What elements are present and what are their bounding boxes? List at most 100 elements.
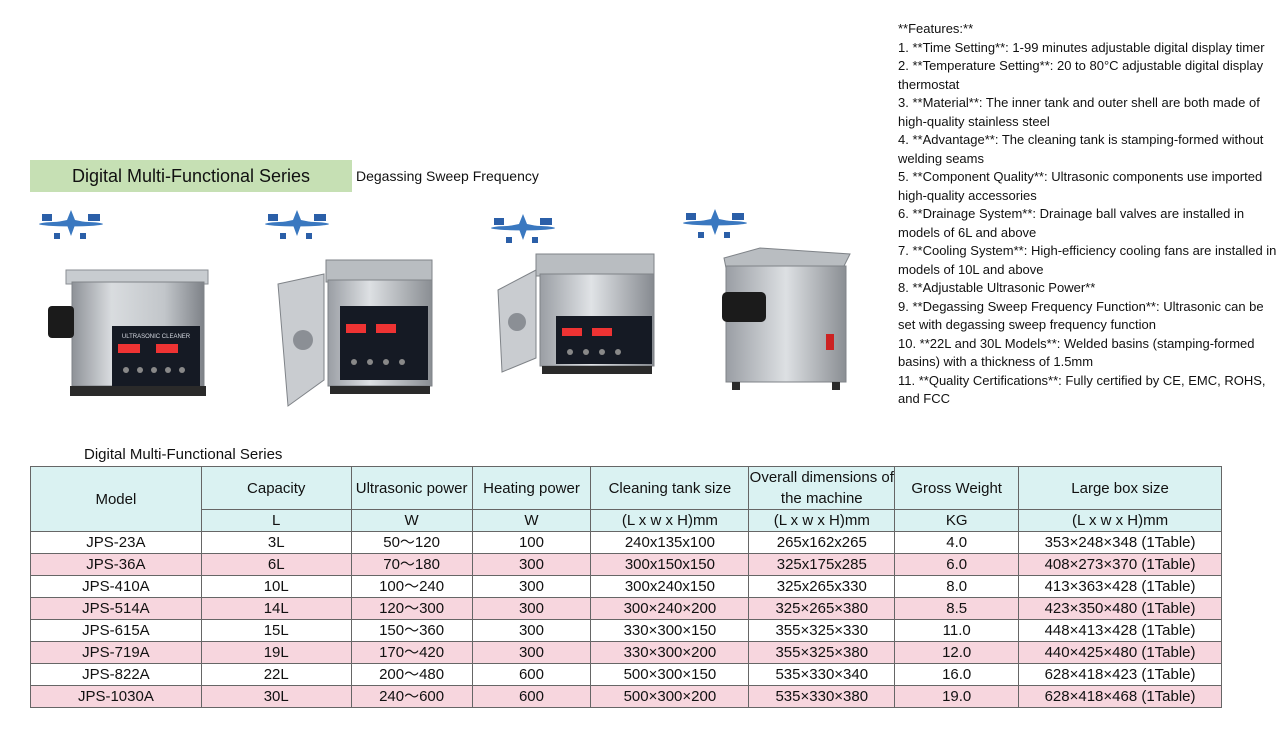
feature-item: 4. **Advantage**: The cleaning tank is s… — [898, 132, 1264, 166]
cell-gross-weight: 8.5 — [894, 597, 1020, 620]
cell-heating-power: 300 — [471, 597, 592, 620]
cell-gross-weight: 16.0 — [894, 663, 1020, 686]
cell-tank-size: 240x135x100 — [590, 531, 750, 554]
table-row: JPS-822A 22L 200～480 600 500×300×150 535… — [30, 663, 1222, 686]
unit-cell: L — [200, 509, 352, 532]
cell-box-size: 628×418×468 (1Table) — [1018, 685, 1222, 708]
cell-box-size: 440×425×480 (1Table) — [1018, 641, 1222, 664]
table-row: JPS-1030A 30L 240～600 600 500×300×200 53… — [30, 685, 1222, 708]
features-list: **Features:** 1. **Time Setting**: 1-99 … — [898, 20, 1278, 409]
cell-capacity: 22L — [200, 663, 352, 686]
cell-ultrasonic-power: 170～420 — [350, 641, 473, 664]
unit-cell: W — [471, 509, 592, 532]
series-banner: Digital Multi-Functional Series — [30, 160, 352, 192]
cell-gross-weight: 6.0 — [894, 553, 1020, 576]
feature-item: 6. **Drainage System**: Drainage ball va… — [898, 206, 1245, 240]
header-capacity: Capacity — [200, 466, 352, 510]
cell-box-size: 448×413×428 (1Table) — [1018, 619, 1222, 642]
cell-overall-dimensions: 325x265x330 — [748, 575, 896, 598]
cell-model: JPS-822A — [30, 663, 202, 686]
table-row: JPS-615A 15L 150～360 300 330×300×150 355… — [30, 619, 1222, 642]
cell-overall-dimensions: 325x175x285 — [748, 553, 896, 576]
header-gross-weight: Gross Weight — [894, 466, 1020, 510]
cell-overall-dimensions: 265x162x265 — [748, 531, 896, 554]
feature-item: 7. **Cooling System**: High-efficiency c… — [898, 243, 1277, 277]
cell-model: JPS-410A — [30, 575, 202, 598]
cell-ultrasonic-power: 200～480 — [350, 663, 473, 686]
product-image-open-lid — [277, 259, 433, 407]
cell-overall-dimensions: 355×325×330 — [748, 619, 896, 642]
unit-cell: (L x w x H)mm — [748, 509, 896, 532]
feature-item: 1. **Time Setting**: 1-99 minutes adjust… — [898, 39, 1265, 55]
table-title: Digital Multi-Functional Series — [84, 446, 283, 463]
cell-model: JPS-1030A — [30, 685, 202, 708]
header-model: Model — [30, 466, 202, 532]
brand-logo — [39, 210, 103, 239]
cell-tank-size: 300x240x150 — [590, 575, 750, 598]
product-image-back — [722, 247, 851, 390]
cell-gross-weight: 11.0 — [894, 619, 1020, 642]
cell-model: JPS-719A — [30, 641, 202, 664]
cell-tank-size: 500×300×200 — [590, 685, 750, 708]
cell-ultrasonic-power: 120～300 — [350, 597, 473, 620]
table-header-row: Model Capacity Ultrasonic power Heating … — [30, 466, 1222, 532]
cell-heating-power: 300 — [471, 641, 592, 664]
cell-box-size: 408×273×370 (1Table) — [1018, 553, 1222, 576]
header-cleaning-tank-size: Cleaning tank size — [590, 466, 750, 510]
cell-heating-power: 600 — [471, 663, 592, 686]
cell-tank-size: 330×300×150 — [590, 619, 750, 642]
cell-model: JPS-23A — [30, 531, 202, 554]
cell-box-size: 628×418×423 (1Table) — [1018, 663, 1222, 686]
cell-gross-weight: 19.0 — [894, 685, 1020, 708]
table-units-row: L W W (L x w x H)mm (L x w x H)mm KG (L … — [31, 509, 1222, 532]
cell-tank-size: 300x150x150 — [590, 553, 750, 576]
cell-heating-power: 300 — [471, 575, 592, 598]
cell-model: JPS-615A — [30, 619, 202, 642]
table-row: JPS-36A 6L 70～180 300 300x150x150 325x17… — [30, 553, 1222, 576]
cell-gross-weight: 4.0 — [894, 531, 1020, 554]
cell-overall-dimensions: 355×325×380 — [748, 641, 896, 664]
cell-ultrasonic-power: 150～360 — [350, 619, 473, 642]
product-image-front: ULTRASONIC CLEANER — [48, 269, 209, 396]
header-heating-power: Heating power — [471, 466, 592, 510]
cell-gross-weight: 12.0 — [894, 641, 1020, 664]
table-row: JPS-410A 10L 100～240 300 300x240x150 325… — [30, 575, 1222, 598]
unit-cell: W — [350, 509, 473, 532]
brand-logo — [491, 214, 555, 243]
cell-heating-power: 300 — [471, 553, 592, 576]
brand-logo — [265, 210, 329, 239]
cell-capacity: 3L — [200, 531, 352, 554]
cell-heating-power: 100 — [471, 531, 592, 554]
feature-item: 9. **Degassing Sweep Frequency Function*… — [898, 298, 1264, 333]
cell-box-size: 413×363×428 (1Table) — [1018, 575, 1222, 598]
table-row: JPS-719A 19L 170～420 300 330×300×200 355… — [30, 641, 1222, 664]
cell-box-size: 423×350×480 (1Table) — [1018, 597, 1222, 620]
cell-overall-dimensions: 325×265×380 — [748, 597, 896, 620]
cell-capacity: 6L — [200, 553, 352, 576]
cell-heating-power: 600 — [471, 685, 592, 708]
feature-item: 5. **Component Quality**: Ultrasonic com… — [898, 169, 1263, 203]
table-row: JPS-23A 3L 50～120 100 240x135x100 265x16… — [30, 531, 1222, 554]
features-heading: **Features:** — [898, 21, 974, 36]
header-overall-dimensions: Overall dimensions of the machine — [748, 466, 896, 510]
cell-capacity: 19L — [200, 641, 352, 664]
cell-ultrasonic-power: 240～600 — [350, 685, 473, 708]
header-ultrasonic-power: Ultrasonic power — [350, 466, 473, 510]
header-large-box-size: Large box size — [1018, 466, 1222, 510]
unit-cell: KG — [894, 509, 1020, 532]
series-banner-title: Digital Multi-Functional Series — [71, 165, 311, 186]
feature-item: 2. **Temperature Setting**: 20 to 80°C a… — [898, 58, 1264, 92]
cell-ultrasonic-power: 100～240 — [350, 575, 473, 598]
cell-capacity: 30L — [200, 685, 352, 708]
cell-heating-power: 300 — [471, 619, 592, 642]
feature-item: 3. **Material**: The inner tank and oute… — [898, 95, 1260, 129]
spec-table: Model Capacity Ultrasonic power Heating … — [30, 466, 1222, 708]
feature-item: 11. **Quality Certifications**: Fully ce… — [898, 372, 1266, 407]
product-image-angled — [497, 253, 655, 374]
unit-cell: (L x w x H)mm — [590, 509, 750, 532]
cell-box-size: 353×248×348 (1Table) — [1018, 531, 1222, 554]
table-row: JPS-514A 14L 120～300 300 300×240×200 325… — [30, 597, 1222, 620]
panel-label: ULTRASONIC CLEANER — [122, 334, 191, 340]
cell-model: JPS-36A — [30, 553, 202, 576]
cell-tank-size: 300×240×200 — [590, 597, 750, 620]
